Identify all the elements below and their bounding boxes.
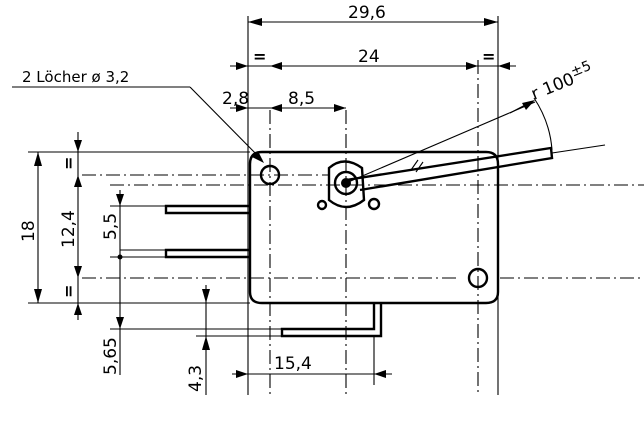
holes-note-leader: 2 Löcher ø 3,2 (12, 68, 264, 163)
dim-hole-pivot-offset: 2,8 8,5 (222, 89, 346, 112)
dim-hole-vertical: = 12,4 = (59, 132, 82, 320)
terminal-bottom (280, 303, 383, 338)
terminal-middle (164, 248, 250, 259)
dim-equal-top: = (59, 157, 78, 170)
extension-lines (28, 16, 499, 395)
dim-overall-width: 29,6 (248, 3, 498, 26)
dim-equal-right: = (482, 47, 495, 66)
dim-terminal-span: 15,4 (232, 354, 392, 378)
dim-equal-left: = (253, 47, 266, 66)
radius-label: r 100±5 (527, 58, 597, 105)
terminal-upper (164, 204, 250, 215)
center-lines (82, 60, 644, 395)
dim-height-label: 18 (19, 220, 39, 242)
dim-hole-vertical-label: 12,4 (59, 210, 79, 248)
dim-overall-width-label: 29,6 (348, 3, 386, 23)
dim-height: 18 (19, 152, 42, 303)
dim-terminal-pitch: 5,5 5,65 (101, 190, 124, 375)
dim-hole-spacing-label: 24 (358, 47, 380, 67)
dim-terminal-offset-label: 5,65 (101, 337, 121, 375)
dim-hole-offset-label: 2,8 (222, 89, 249, 109)
dim-terminal-drop-label: 4,3 (186, 365, 206, 392)
radius-note: r 100±5 (509, 58, 597, 114)
dim-equal-bottom: = (59, 285, 78, 298)
dim-terminal-span-label: 15,4 (274, 354, 312, 374)
dim-pivot-offset-label: 8,5 (288, 89, 315, 109)
dim-terminal-pitch-label: 5,5 (101, 213, 121, 240)
radius-arc (533, 97, 553, 151)
dim-hole-spacing: = 24 = (230, 47, 516, 70)
holes-note-label: 2 Löcher ø 3,2 (22, 68, 129, 86)
actuator-lever (345, 101, 606, 192)
dim-terminal-drop: 4,3 (186, 285, 210, 395)
